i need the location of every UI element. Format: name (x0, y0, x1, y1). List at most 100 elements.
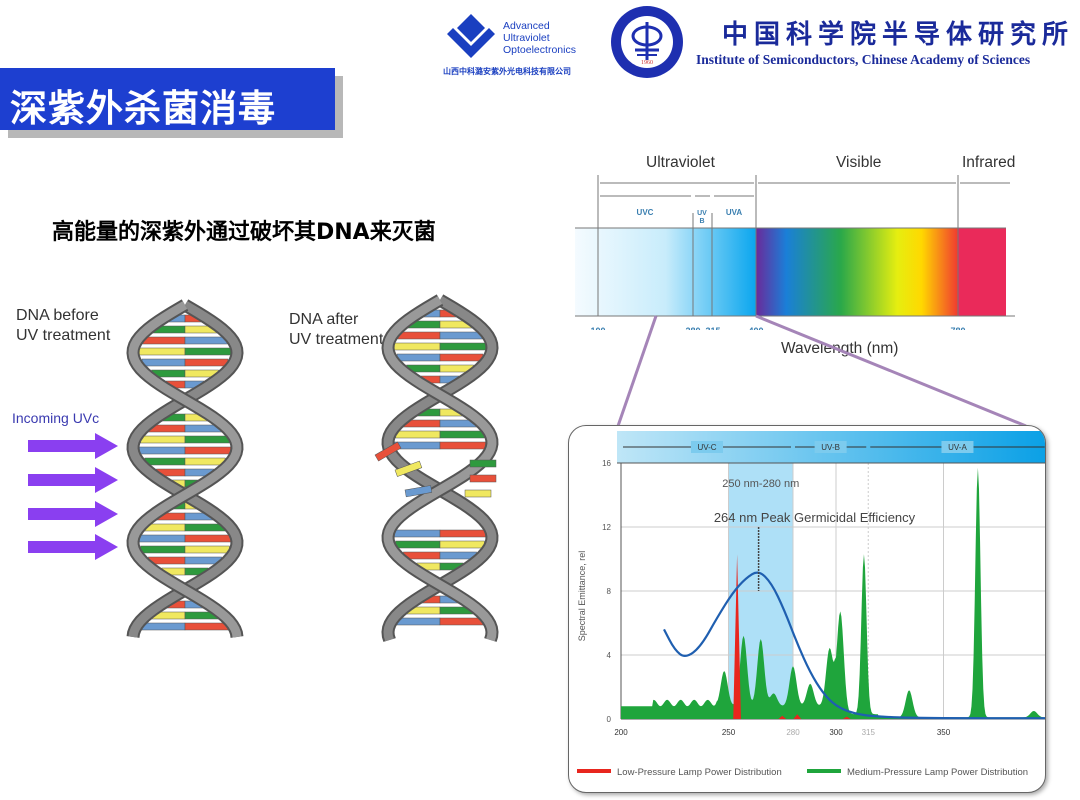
dna-base-pair (397, 331, 441, 340)
band-label-bg (941, 441, 974, 453)
dna-base-pair (439, 529, 486, 538)
uv-arrow-icon (28, 467, 118, 493)
seal-year: 1960 (641, 60, 653, 66)
band-label: UV-B (821, 443, 840, 452)
band-label: UV-A (948, 443, 967, 452)
ios-seal-icon: 1960 (611, 6, 683, 78)
dna-base-pair (395, 430, 441, 439)
y-tick-label: 8 (607, 587, 612, 596)
dna-diagram (28, 294, 499, 642)
uv-arrow-icon (28, 501, 118, 527)
highlight-range-label: 250 nm-280 nm (722, 478, 799, 490)
tick-315: 315 (705, 326, 720, 330)
ios-english-name: Institute of Semiconductors, Chinese Aca… (696, 52, 1031, 67)
dna-broken-fragment (404, 485, 433, 498)
medium-pressure-area (621, 467, 1045, 719)
dna-base-pair (439, 540, 485, 549)
x-tick-label: 280 (786, 728, 800, 737)
dna-base-pair (140, 545, 186, 554)
peak-annotation: 264 nm Peak Germicidal Efficiency (714, 510, 916, 525)
dna-base-pair (184, 622, 229, 631)
region-infrared: Infrared (962, 154, 1016, 171)
dna-base-pair (396, 353, 441, 362)
dna-broken-fragment (394, 460, 423, 477)
dna-base-pair (184, 545, 230, 554)
dna-base-pair (140, 435, 186, 444)
uv-band (575, 228, 756, 316)
slide-subtitle: 高能量的深紫外通过破坏其DNA来灭菌 (52, 220, 436, 245)
dna-base-pair (184, 347, 232, 356)
dna-base-pair (393, 342, 441, 351)
dna-base-pair (394, 529, 441, 538)
low-pressure-peak (793, 714, 802, 719)
spectrum-bar: UVC UV B UVA 100 280 315 400 780 (575, 175, 1015, 330)
slide-title: 深紫外杀菌消毒 (10, 87, 276, 130)
uva-label: UVA (726, 208, 743, 217)
dna-base-pair (396, 617, 441, 626)
dna-base-pair (142, 336, 186, 345)
infrared-band (958, 228, 1006, 316)
uv-arrow-icon (28, 534, 118, 560)
title-banner: 深紫外杀菌消毒 (0, 68, 335, 130)
germicidal-efficiency-curve (663, 571, 1045, 720)
tick-400: 400 (748, 326, 763, 330)
dna-strand (128, 301, 242, 638)
uvb-label: UV (697, 210, 707, 217)
dna-after-label: DNA after UV treatment (289, 311, 384, 348)
incoming-uvc-label: Incoming UVc (12, 410, 100, 426)
dna-broken-fragment (464, 489, 492, 498)
x-tick-label: 300 (829, 728, 843, 737)
x-tick-label: 315 (862, 728, 876, 737)
dna-broken-fragment (374, 441, 402, 462)
dna-broken-fragment (469, 474, 497, 483)
aao-logo-text: Advanced Ultraviolet Optoelectronics (503, 20, 576, 56)
region-visible: Visible (836, 154, 882, 171)
dna-base-pair (439, 331, 483, 340)
uvc-label: UVC (637, 208, 654, 217)
aao-logo-chinese: 山西中科潞安紫外光电科技有限公司 (443, 67, 571, 76)
dna-base-pair (184, 457, 226, 466)
visible-band (756, 228, 958, 316)
dna-base-pair (141, 622, 186, 631)
dna-strand (128, 301, 242, 638)
dna-base-pair (439, 342, 487, 351)
region-ultraviolet: Ultraviolet (646, 154, 715, 171)
legend-label-medium: Medium-Pressure Lamp Power Distribution (847, 767, 1028, 778)
x-tick-label: 200 (614, 728, 628, 737)
tick-280: 280 (685, 326, 700, 330)
tick-780: 780 (950, 326, 965, 330)
dna-base-pair (184, 435, 230, 444)
ios-chinese-name: 中国科学院半导体研究所 (722, 20, 1075, 50)
dna-base-pair (184, 534, 231, 543)
dna-base-pair (139, 534, 186, 543)
dna-base-pair (184, 446, 231, 455)
band-label-bg (814, 441, 847, 453)
low-pressure-peak (842, 716, 851, 719)
uvb-label-b: B (699, 218, 704, 225)
band-label-bg (691, 441, 723, 453)
y-tick-label: 4 (607, 651, 612, 660)
dna-base-pair (439, 353, 484, 362)
wavelength-label: Wavelength (nm) (781, 340, 899, 357)
dna-base-pair (139, 446, 186, 455)
tick-100: 100 (590, 326, 605, 330)
uv-arrow-icon (28, 433, 118, 459)
dna-base-pair (141, 358, 186, 367)
dna-base-pair (144, 457, 186, 466)
legend-label-low: Low-Pressure Lamp Power Distribution (617, 767, 782, 778)
x-tick-label: 350 (937, 728, 951, 737)
dna-before-label: DNA before UV treatment (16, 307, 111, 344)
low-pressure-peak (733, 554, 741, 719)
dna-base-pair (184, 358, 229, 367)
aao-logo-icon (447, 14, 495, 58)
dna-base-pair (439, 441, 486, 450)
x-tick-label: 250 (722, 728, 736, 737)
dna-strand (383, 296, 497, 642)
dna-base-pair (395, 540, 441, 549)
dna-base-pair (439, 617, 484, 626)
band-label: UV-C (697, 443, 716, 452)
y-tick-label: 0 (607, 715, 612, 724)
